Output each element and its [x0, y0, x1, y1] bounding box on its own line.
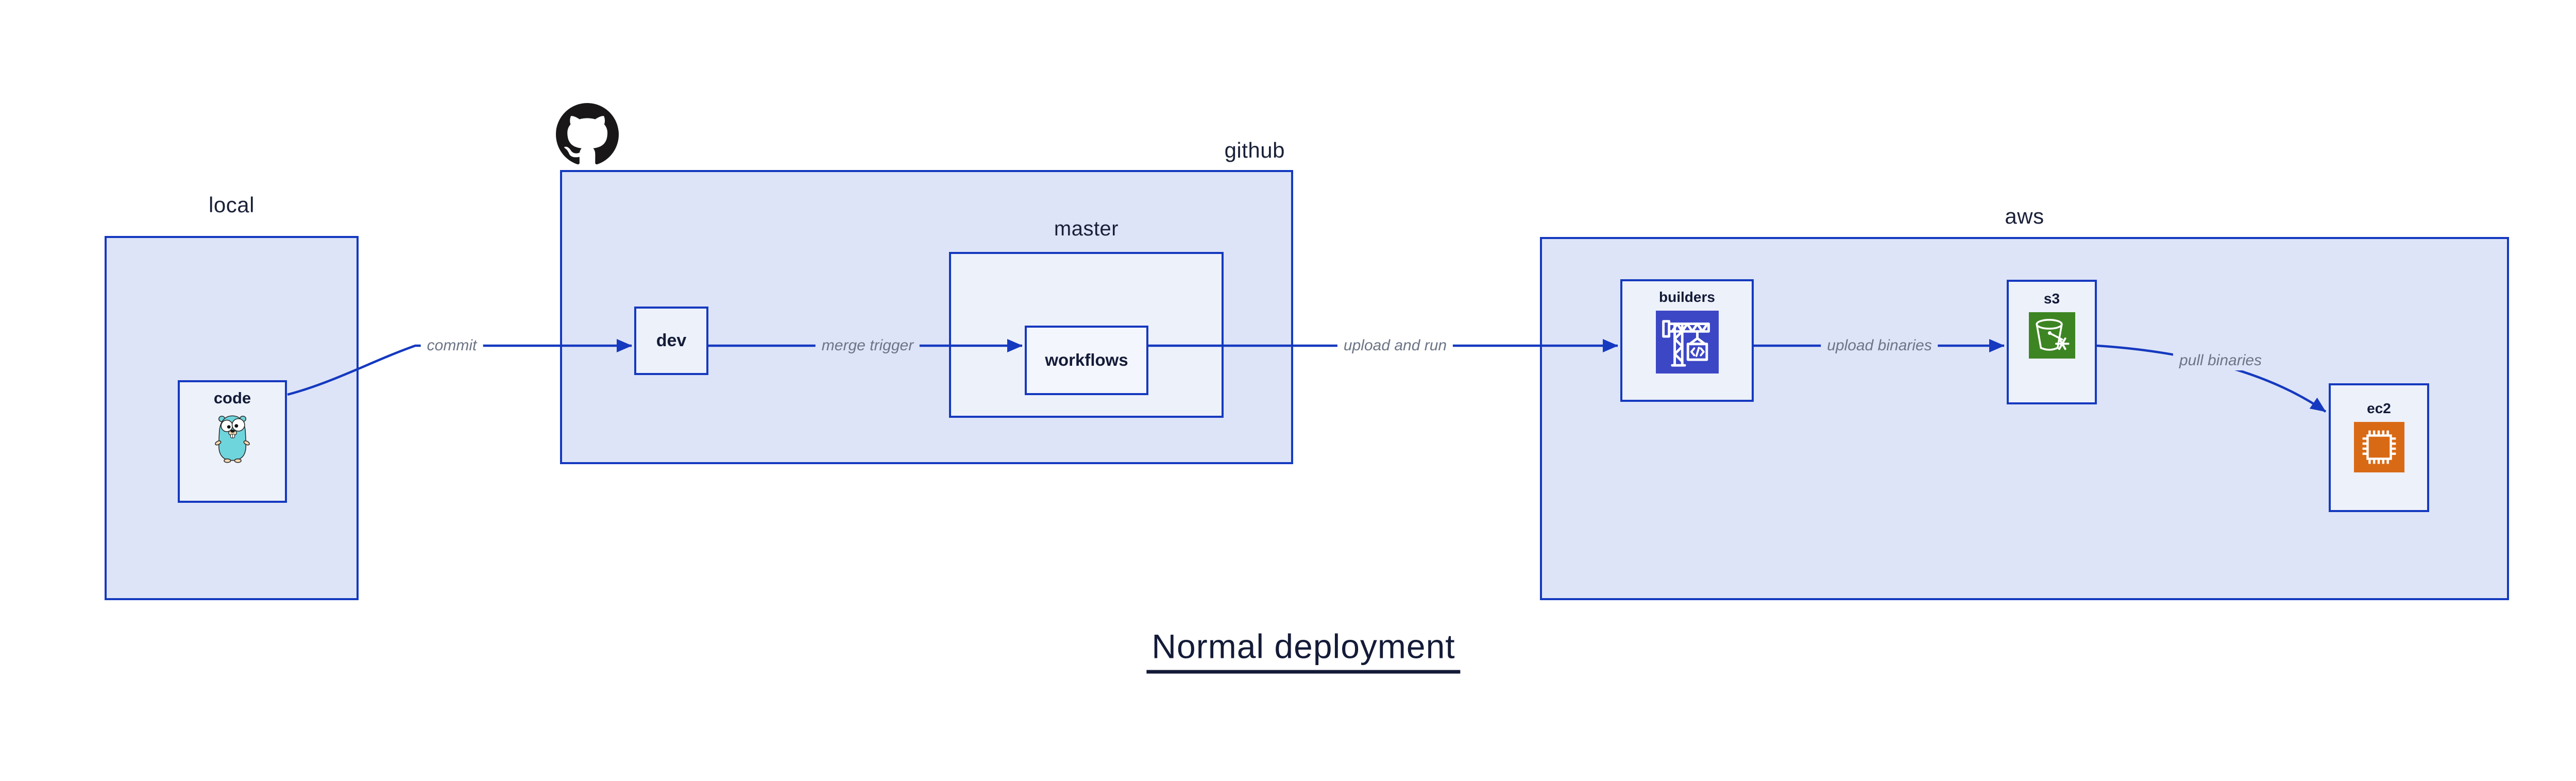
master-group-label: master	[1054, 217, 1119, 240]
github-group-label: github	[1224, 138, 1285, 162]
node-builders: builders	[1620, 279, 1754, 402]
node-ec2: ec2	[2329, 383, 2429, 512]
node-code: code	[178, 380, 287, 503]
node-code-label: code	[213, 389, 251, 407]
edge-label-upload-and-run: upload and run	[1337, 336, 1453, 355]
aws-codebuild-crane-icon	[1655, 310, 1719, 373]
local-group-label: local	[209, 193, 255, 217]
github-octocat-icon	[556, 103, 619, 164]
edge-label-commit: commit	[420, 336, 483, 355]
go-gopher-icon	[215, 415, 250, 463]
edge-label-merge-trigger: merge trigger	[815, 336, 920, 355]
node-ec2-label: ec2	[2367, 400, 2391, 416]
node-s3-label: s3	[2043, 291, 2060, 307]
edge-label-upload-binaries: upload binaries	[1821, 336, 1938, 355]
node-workflows-label: workflows	[1045, 350, 1128, 370]
node-workflows: workflows	[1025, 326, 1148, 395]
aws-group-label: aws	[2005, 204, 2044, 228]
node-s3: s3	[2007, 280, 2097, 404]
node-dev-label: dev	[656, 330, 687, 350]
node-builders-label: builders	[1659, 289, 1715, 305]
aws-ec2-chip-icon	[2353, 421, 2404, 472]
node-dev: dev	[634, 307, 708, 375]
diagram-title: Normal deployment	[1146, 627, 1461, 674]
edge-label-pull-binaries: pull binaries	[2173, 351, 2268, 370]
aws-s3-glacier-bucket-icon	[2028, 312, 2075, 359]
